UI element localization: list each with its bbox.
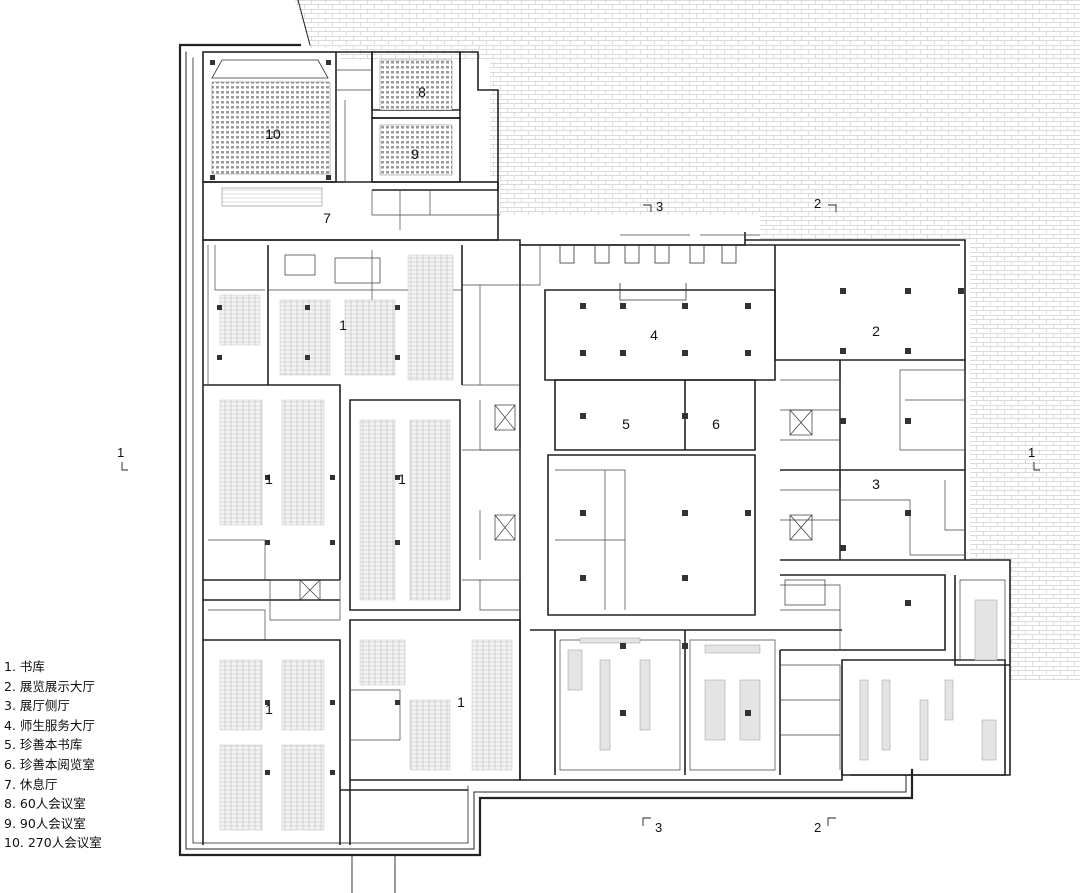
room-label-5: 5 bbox=[622, 416, 630, 432]
legend-item: 3. 展厅侧厅 bbox=[4, 698, 70, 714]
interior-partitions bbox=[207, 69, 1006, 771]
section-1-left: 1 bbox=[117, 445, 124, 460]
book-stack-shelving bbox=[219, 254, 513, 831]
room-legend: 1. 书库 2. 展览展示大厅 3. 展厅侧厅 4. 师生服务大厅 5. 珍善本… bbox=[4, 657, 102, 853]
section-3-top: 3 bbox=[656, 199, 663, 214]
legend-item: 10. 270人会议室 bbox=[4, 835, 102, 851]
room-label-4: 4 bbox=[650, 327, 658, 343]
legend-item: 9. 90人会议室 bbox=[4, 815, 86, 831]
section-1-right: 1 bbox=[1028, 445, 1035, 460]
section-2-bottom: 2 bbox=[814, 820, 821, 835]
brick-paving bbox=[295, 0, 1080, 680]
auditorium-seating bbox=[211, 59, 453, 207]
structural-columns bbox=[210, 60, 964, 775]
legend-item: 5. 珍善本书库 bbox=[4, 737, 83, 753]
room-label-1-d: 1 bbox=[265, 701, 273, 717]
legend-item: 8. 60人会议室 bbox=[4, 796, 86, 812]
service-cores bbox=[284, 254, 826, 606]
room-label-2: 2 bbox=[872, 323, 880, 339]
legend-item: 1. 书库 bbox=[4, 659, 45, 674]
legend-item: 7. 休息厅 bbox=[4, 776, 58, 792]
room-label-10: 10 bbox=[265, 126, 281, 142]
lab-fixtures bbox=[567, 599, 998, 761]
room-label-1-c: 1 bbox=[398, 471, 406, 487]
legend-item: 6. 珍善本阅览室 bbox=[4, 756, 95, 772]
section-3-bottom: 3 bbox=[655, 820, 662, 835]
main-walls bbox=[202, 51, 1011, 845]
room-label-6: 6 bbox=[712, 416, 720, 432]
room-label-1-e: 1 bbox=[457, 694, 465, 710]
section-markers bbox=[121, 204, 1040, 893]
legend-item: 4. 师生服务大厅 bbox=[4, 717, 95, 733]
section-2-top: 2 bbox=[814, 196, 821, 211]
building-outline bbox=[178, 0, 914, 857]
room-label-1-a: 1 bbox=[339, 317, 347, 333]
room-labels: 10 9 8 7 1 1 1 1 1 2 3 4 5 6 bbox=[265, 84, 880, 717]
room-label-8: 8 bbox=[418, 84, 426, 100]
room-label-9: 9 bbox=[411, 146, 419, 162]
room-label-3: 3 bbox=[872, 476, 880, 492]
room-label-7: 7 bbox=[323, 210, 331, 226]
legend-item: 2. 展览展示大厅 bbox=[4, 678, 95, 694]
north-window-niches bbox=[559, 244, 737, 301]
section-numbers: 1 1 3 2 3 2 bbox=[117, 196, 1035, 835]
room-label-1-b: 1 bbox=[265, 471, 273, 487]
